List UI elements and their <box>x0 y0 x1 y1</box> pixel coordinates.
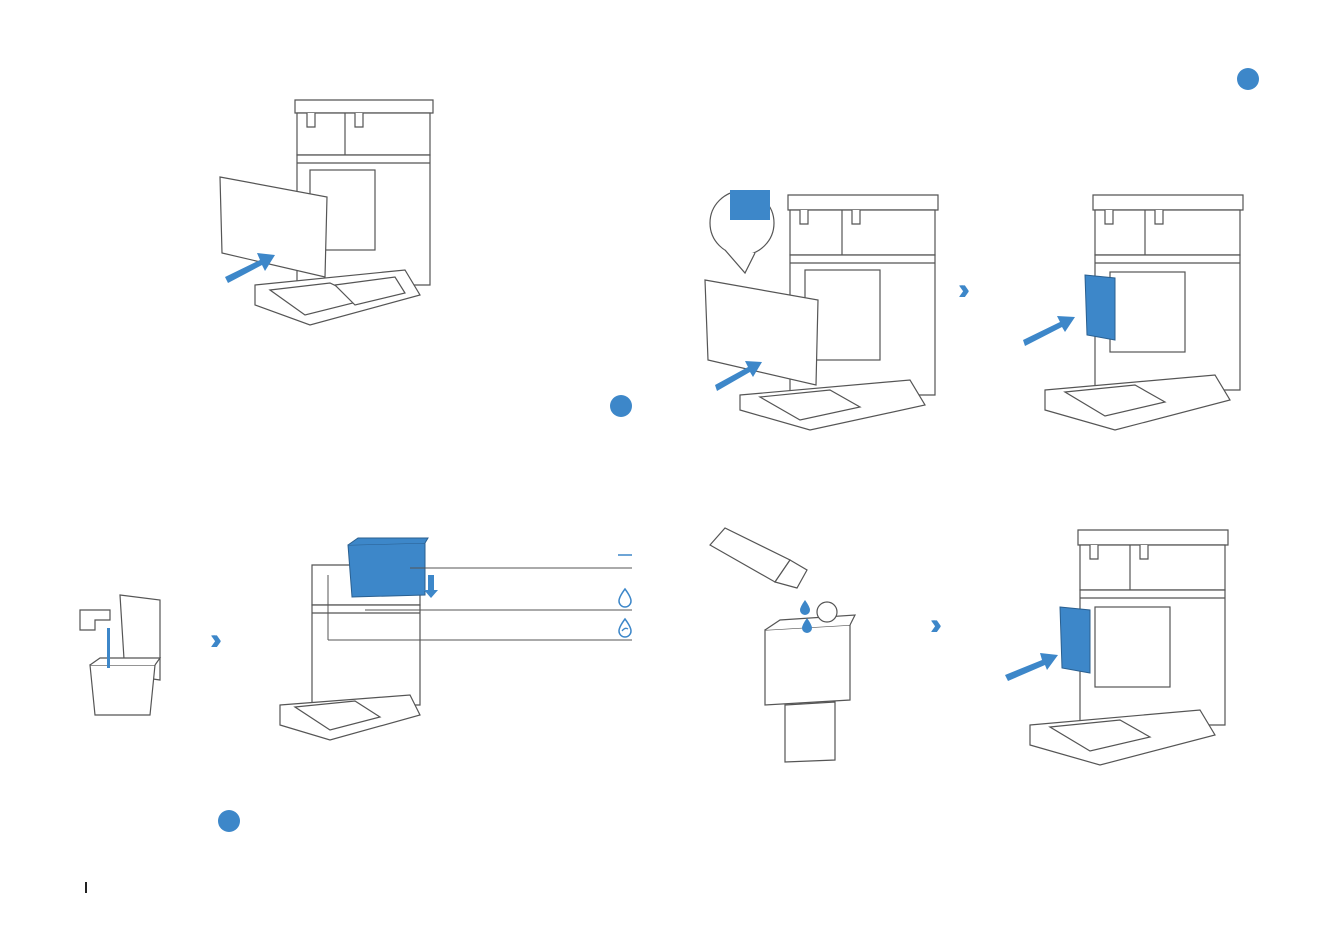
water-drop-icon <box>619 589 631 607</box>
base-station-tank-removal <box>1015 190 1245 435</box>
next-step-icon: ›› <box>930 610 934 640</box>
illustration-insert-cover <box>215 95 445 330</box>
base-station-tank-insert <box>270 535 640 745</box>
solution-drop-icon <box>800 600 810 615</box>
step-marker-icon <box>610 395 632 417</box>
base-station-cover-removal <box>700 185 945 435</box>
page-number-mark <box>85 882 87 893</box>
step-marker-icon <box>1237 68 1259 90</box>
water-stream <box>107 628 110 668</box>
solution-bottle <box>710 528 790 582</box>
cover-zoom-detail <box>730 190 770 220</box>
clean-water-tank <box>1085 275 1115 340</box>
next-step-icon: ›› <box>210 625 214 655</box>
pull-arrow-icon <box>1023 316 1075 346</box>
step-marker-icon <box>218 810 240 832</box>
illustration-insert-tank <box>270 535 640 745</box>
insert-arrow-icon <box>1005 653 1058 681</box>
base-station-with-cover <box>215 95 445 330</box>
next-step-icon: ›› <box>958 275 962 305</box>
illustration-add-solution <box>705 520 865 765</box>
illustration-fill-tank <box>70 590 180 725</box>
insert-arrow-icon <box>424 575 438 598</box>
clean-water-tank <box>348 543 425 597</box>
tank-under-faucet <box>70 590 180 725</box>
illustration-remove-cover <box>700 185 945 435</box>
solution-bottle-and-tank <box>705 520 865 765</box>
faucet-icon <box>80 610 110 630</box>
clean-water-tank <box>1060 607 1090 673</box>
illustration-reinsert-tank <box>1000 525 1240 775</box>
base-station-tank-reinsert <box>1000 525 1240 775</box>
illustration-remove-tank <box>1015 190 1245 435</box>
